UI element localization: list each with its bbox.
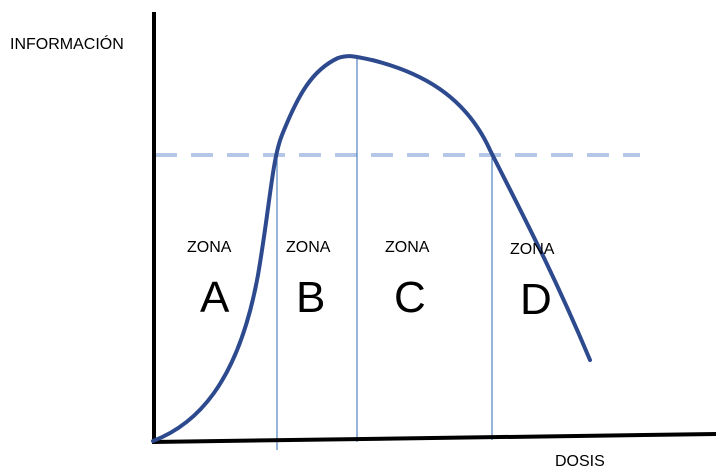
x-axis-label: DOSIS <box>555 453 605 470</box>
zone-a-letter: A <box>200 273 230 322</box>
information-curve <box>151 54 592 443</box>
zone-c-letter: C <box>394 273 426 322</box>
zone-a-label: ZONA <box>187 239 232 256</box>
x-axis <box>151 432 716 444</box>
zone-d-letter: D <box>520 275 552 324</box>
zone-b-label: ZONA <box>286 239 331 256</box>
zone-b-letter: B <box>296 273 325 322</box>
zone-c-label: ZONA <box>385 239 430 256</box>
y-axis-label: INFORMACIÓN <box>10 34 124 53</box>
zone-d-label: ZONA <box>510 241 555 258</box>
